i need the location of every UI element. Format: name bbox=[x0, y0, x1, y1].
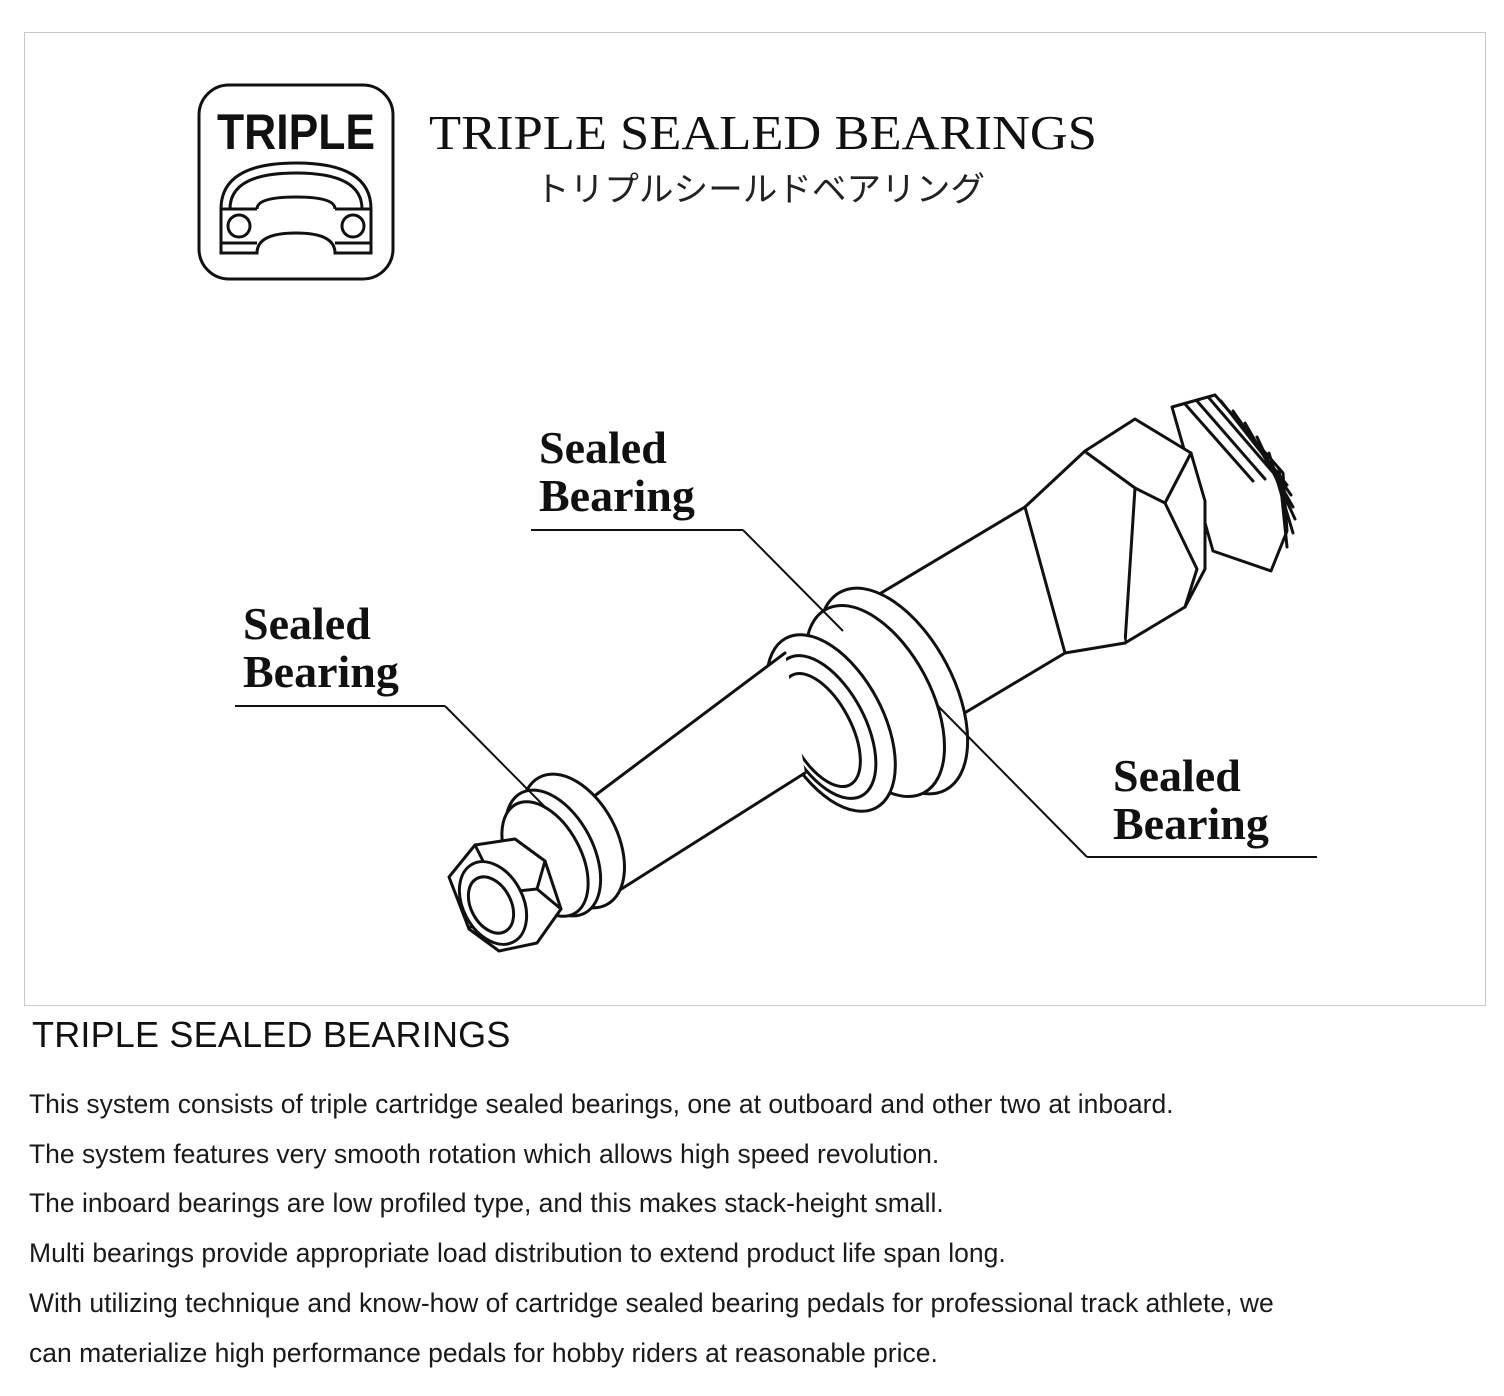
pedal-spindle-icon bbox=[447, 393, 1297, 953]
callout-middle-line1: Sealed bbox=[539, 422, 667, 473]
triple-badge: TRIPLE bbox=[197, 83, 395, 281]
callout-right-line1: Sealed bbox=[1113, 750, 1241, 801]
diagram-title-en: TRIPLE SEALED BEARINGS bbox=[429, 105, 1097, 160]
description-heading: TRIPLE SEALED BEARINGS bbox=[32, 1014, 511, 1055]
description-line-5: With utilizing technique and know-how of… bbox=[29, 1287, 1274, 1318]
callout-middle-line2: Bearing bbox=[539, 470, 695, 521]
callout-middle: Sealed Bearing bbox=[531, 422, 844, 632]
diagram-panel: TRIPLE TRIPLE SEALED BEARINGS トリプルシールドベア… bbox=[24, 32, 1486, 1006]
description-line-4: Multi bearings provide appropriate load … bbox=[29, 1238, 1006, 1269]
callout-right: Sealed Bearing bbox=[936, 704, 1317, 858]
description-line-6: can materialize high performance pedals … bbox=[29, 1337, 938, 1368]
callout-right-line2: Bearing bbox=[1113, 798, 1269, 849]
thread-section bbox=[1170, 393, 1297, 573]
diagram-title-ja: トリプルシールドベアリング bbox=[535, 170, 985, 210]
callout-left-line1: Sealed bbox=[243, 598, 371, 649]
callout-left-line2: Bearing bbox=[243, 646, 399, 697]
description-line-2: The system features very smooth rotation… bbox=[29, 1138, 940, 1169]
bearing-cross-section-icon bbox=[219, 161, 373, 255]
description-body: This system consists of triple cartridge… bbox=[29, 1080, 1479, 1378]
diagram-canvas: TRIPLE TRIPLE SEALED BEARINGS トリプルシールドベア… bbox=[197, 83, 1317, 953]
description-line-1: This system consists of triple cartridge… bbox=[29, 1089, 1174, 1119]
badge-text: TRIPLE bbox=[217, 104, 375, 160]
callout-left: Sealed Bearing bbox=[235, 598, 548, 810]
description-line-3: The inboard bearings are low profiled ty… bbox=[29, 1188, 944, 1219]
